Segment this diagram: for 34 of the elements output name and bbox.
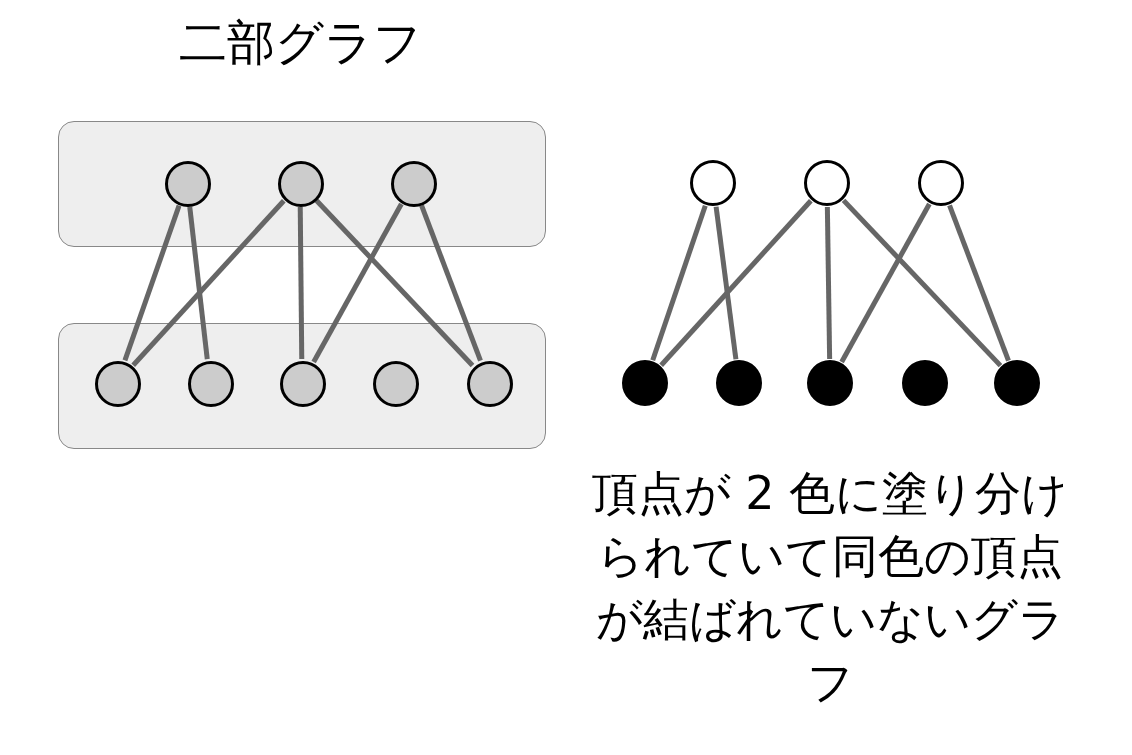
edge-line	[187, 206, 210, 360]
edge-line	[419, 204, 483, 362]
edge-line	[297, 206, 305, 360]
vertex-circle	[165, 161, 211, 207]
vertex-circle	[690, 160, 736, 206]
edge-line	[947, 204, 1011, 362]
edge-line	[650, 204, 708, 362]
edge-line	[841, 198, 1003, 368]
vertex-circle	[902, 360, 948, 406]
edge-line	[839, 202, 932, 364]
edge-line	[311, 202, 404, 364]
vertex-circle	[804, 160, 850, 206]
vertex-circle	[280, 361, 326, 407]
vertex-circle	[278, 161, 324, 207]
vertex-circle	[807, 360, 853, 406]
edge-line	[659, 199, 813, 367]
edge-line	[713, 206, 739, 360]
edge-line	[122, 204, 182, 362]
vertex-circle	[391, 161, 437, 207]
group-box	[58, 121, 546, 247]
vertex-circle	[918, 160, 964, 206]
vertex-circle	[994, 360, 1040, 406]
vertex-circle	[716, 360, 762, 406]
edge-line	[314, 198, 475, 368]
group-box	[58, 323, 546, 449]
vertex-circle	[622, 360, 668, 406]
vertex-circle	[373, 361, 419, 407]
caption-text: 頂点が 2 色に塗り分けられていて同色の頂点が結ばれていないグラフ	[590, 465, 1070, 711]
edge-line	[824, 206, 833, 360]
vertex-circle	[95, 361, 141, 407]
vertex-circle	[467, 361, 513, 407]
vertex-circle	[188, 361, 234, 407]
edge-line	[131, 199, 286, 367]
title: 二部グラフ	[177, 13, 423, 72]
